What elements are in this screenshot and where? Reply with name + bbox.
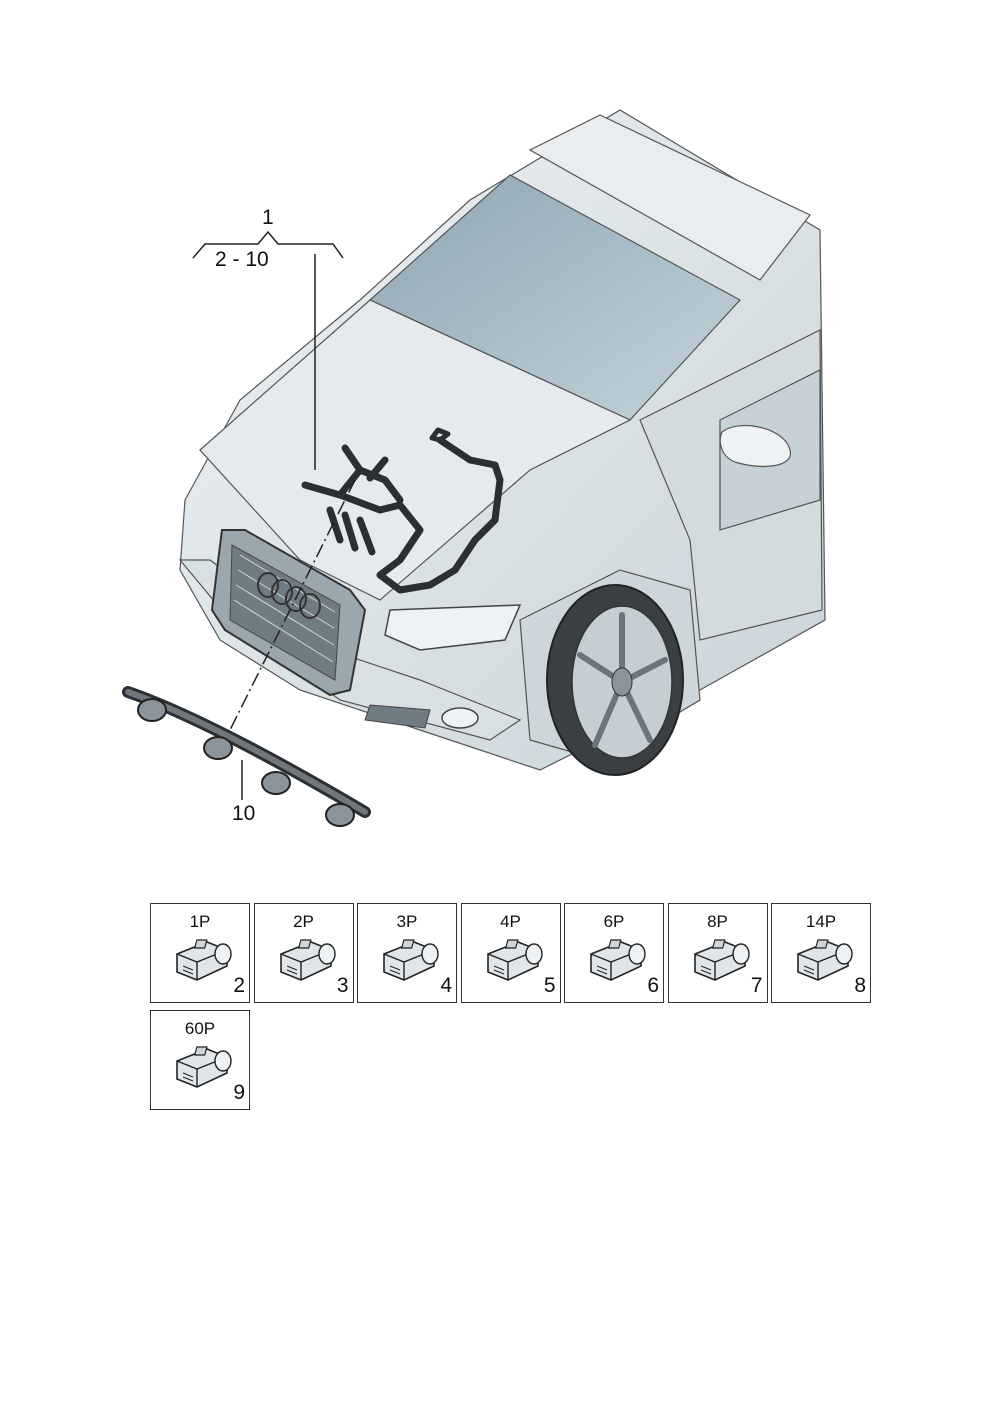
sensor-connector [137, 698, 167, 722]
connector-pin-count: 2P [293, 912, 314, 931]
headlight [384, 604, 522, 651]
sensor-connector [261, 771, 291, 795]
connector-pin-count: 3P [396, 912, 418, 931]
callout-main-part: 1 [262, 206, 274, 229]
sensor-connector [325, 803, 355, 827]
connector-tile: 4P 5 [460, 903, 561, 1003]
brand-rings-logo [257, 572, 321, 619]
front-wheel [546, 584, 684, 776]
callout-harness-part: 10 [232, 802, 256, 825]
hood [199, 299, 632, 601]
connector-pin-count: 60P [184, 1019, 216, 1038]
connector-part-number: 6 [647, 974, 659, 997]
connector-part-number: 9 [233, 1081, 245, 1104]
connector-pin-count: 1P [189, 912, 211, 931]
bumper-sensor-harness [122, 686, 371, 827]
connector-tile: 3P 4 [357, 903, 457, 1003]
connector-part-number: 3 [336, 974, 349, 997]
connector-tile: 14P 8 [771, 903, 871, 1003]
connector-pin-count: 4P [500, 912, 521, 931]
leader-lines [192, 230, 356, 800]
callout-sub-range: 2 - 10 [215, 248, 269, 271]
connector-tile: 1P 2 [150, 903, 250, 1003]
sensor-connector [203, 736, 233, 760]
side-mirror [719, 424, 791, 468]
connector-tile: 8P 7 [667, 903, 768, 1003]
connector-tile: 2P 3 [253, 903, 354, 1003]
connector-part-number: 8 [854, 974, 866, 997]
engine-wiring-harness [301, 427, 504, 594]
connector-pin-count: 14P [805, 912, 837, 931]
connector-part-number: 4 [440, 974, 452, 997]
connector-part-number: 2 [233, 974, 245, 997]
connector-tile: 6P 6 [564, 903, 664, 1003]
connector-pin-count: 8P [707, 912, 728, 931]
fog-light [441, 707, 479, 729]
connector-part-number: 7 [750, 974, 763, 997]
connector-tile: 60P 9 [150, 1010, 250, 1110]
connector-part-number: 5 [543, 974, 556, 997]
connector-pin-count: 6P [603, 912, 625, 931]
car-body [178, 109, 826, 771]
car-wiring-diagram [122, 109, 826, 827]
